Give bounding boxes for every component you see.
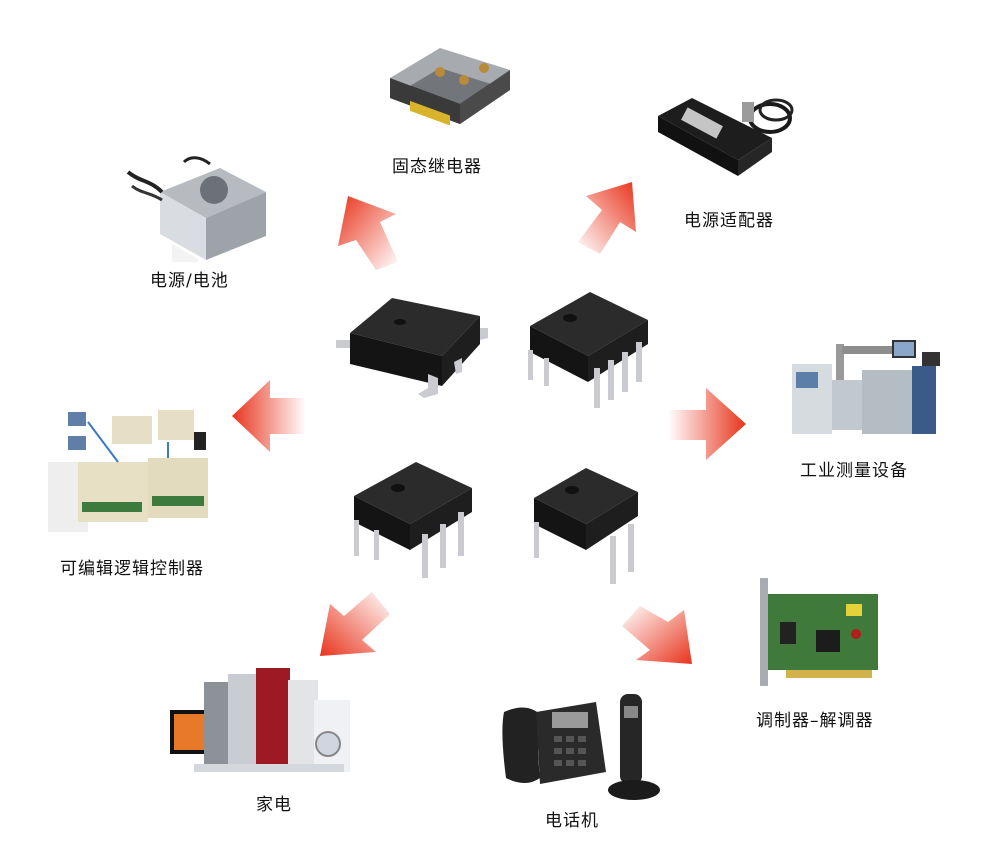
arrow-to-industrial-equipment <box>668 388 746 460</box>
label-solid-state-relay: 固态继电器 <box>392 157 482 177</box>
smd-optocoupler-chip <box>336 298 488 398</box>
modem-card-image <box>760 578 878 686</box>
label-telephone: 电话机 <box>545 811 599 831</box>
home-appliances-image <box>170 668 350 772</box>
dip4-optocoupler-chip <box>534 468 638 584</box>
label-power-adapter: 电源适配器 <box>684 211 774 231</box>
arrow-to-home-appliances <box>320 592 390 656</box>
telephone-image <box>502 694 660 800</box>
arrow-to-telephone <box>622 606 692 664</box>
label-power-battery: 电源/电池 <box>150 271 229 291</box>
label-home-appliances: 家电 <box>256 795 292 815</box>
arrow-to-plc <box>232 380 306 452</box>
label-modem: 调制器–解调器 <box>756 711 874 731</box>
label-industrial-measurement: 工业测量设备 <box>800 461 908 481</box>
dip6-optocoupler-chip <box>354 462 472 578</box>
label-plc: 可编辑逻辑控制器 <box>60 559 204 579</box>
power-supply-image <box>126 156 266 262</box>
dip8-optocoupler-chip <box>528 292 648 408</box>
power-adapter-image <box>658 98 794 176</box>
industrial-equipment-image <box>792 340 940 434</box>
arrow-to-power-supply <box>338 196 398 270</box>
arrow-to-power-adapter <box>578 182 636 254</box>
solid-state-relay-image <box>390 48 510 126</box>
plc-image <box>48 410 208 532</box>
